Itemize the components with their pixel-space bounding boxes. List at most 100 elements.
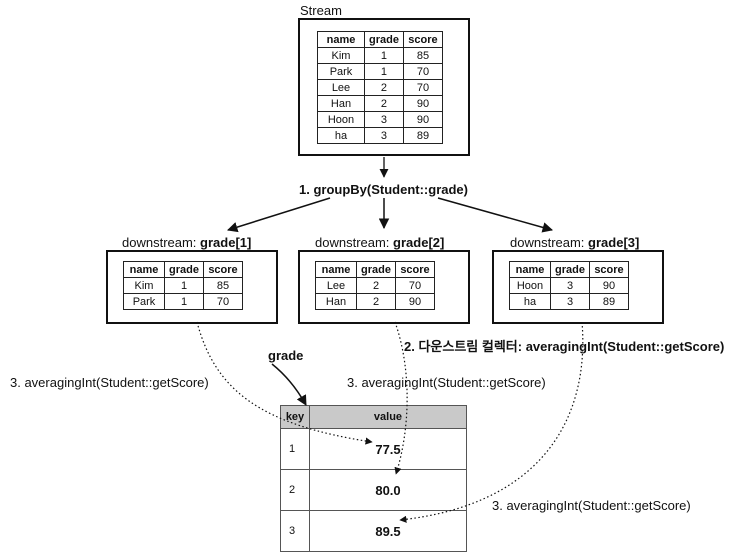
downstream-prefix: downstream: [315, 235, 394, 250]
cell-key: 1 [280, 428, 310, 470]
cell-score: 90 [589, 277, 629, 294]
grade-pointer-arrow [271, 363, 307, 406]
table-header-row: name grade score [123, 261, 243, 278]
cell-grade: 1 [364, 47, 404, 64]
downstream-1-title: downstream: grade[1] [122, 235, 251, 250]
cell-score: 89 [402, 127, 443, 144]
downstream-3-title: downstream: grade[3] [510, 235, 639, 250]
cell-grade: 3 [364, 111, 404, 128]
cell-grade: 1 [164, 293, 204, 310]
cell-grade: 2 [364, 95, 404, 112]
collector-prefix: 2. 다운스트림 컬렉터: [404, 339, 526, 354]
column-header-score: score [589, 261, 629, 278]
column-header-score: score [395, 261, 435, 278]
table-header-row: name grade score [317, 31, 443, 48]
cell-name: Kim [317, 47, 365, 64]
cell-name: Lee [317, 79, 365, 96]
averaging-label-2: 3. averagingInt(Student::getScore) [347, 375, 546, 390]
column-header-name: name [509, 261, 551, 278]
cell-key: 2 [280, 469, 310, 511]
cell-name: Hoon [317, 111, 365, 128]
column-header-grade: grade [550, 261, 590, 278]
cell-name: Han [315, 293, 357, 310]
step-downstream-collector-label: 2. 다운스트림 컬렉터: averagingInt(Student::getS… [404, 336, 724, 355]
groupby-to-downstream-3-arrow [437, 197, 554, 233]
column-header-grade: grade [364, 31, 404, 48]
cell-name: ha [509, 293, 551, 310]
step-group-by-label: 1. groupBy(Student::grade) [299, 182, 468, 197]
column-header-score: score [402, 31, 443, 48]
downstream-key: grade[3] [588, 235, 640, 250]
cell-grade: 3 [550, 277, 590, 294]
downstream-2-title: downstream: grade[2] [315, 235, 444, 250]
cell-value: 89.5 [309, 510, 467, 552]
cell-grade: 3 [550, 293, 590, 310]
cell-grade: 3 [364, 127, 404, 144]
cell-score: 70 [203, 293, 243, 310]
cell-name: ha [317, 127, 365, 144]
cell-score: 85 [402, 47, 443, 64]
cell-value: 77.5 [309, 428, 467, 470]
cell-score: 85 [203, 277, 243, 294]
downstream-key: grade[2] [393, 235, 445, 250]
cell-grade: 1 [164, 277, 204, 294]
cell-score: 90 [395, 293, 435, 310]
groupby-to-downstream-1-arrow [226, 197, 331, 233]
column-header-grade: grade [164, 261, 204, 278]
cell-grade: 2 [364, 79, 404, 96]
cell-name: Han [317, 95, 365, 112]
downstream-key: grade[1] [200, 235, 252, 250]
cell-score: 90 [402, 111, 443, 128]
column-header-grade: grade [356, 261, 396, 278]
stream-title: Stream [300, 3, 342, 18]
cell-score: 70 [402, 79, 443, 96]
averaging-label-3: 3. averagingInt(Student::getScore) [492, 498, 691, 513]
cell-name: Hoon [509, 277, 551, 294]
downstream-prefix: downstream: [510, 235, 589, 250]
cell-score: 89 [589, 293, 629, 310]
cell-name: Kim [123, 277, 165, 294]
column-header-name: name [315, 261, 357, 278]
column-header-score: score [203, 261, 243, 278]
column-header-name: name [123, 261, 165, 278]
table-header-row: name grade score [315, 261, 435, 278]
cell-name: Park [123, 293, 165, 310]
cell-score: 70 [395, 277, 435, 294]
cell-value: 80.0 [309, 469, 467, 511]
cell-name: Park [317, 63, 365, 80]
cell-score: 70 [402, 63, 443, 80]
column-header-key: key [280, 405, 310, 429]
collector-call: averagingInt(Student::getScore) [525, 339, 725, 354]
cell-key: 3 [280, 510, 310, 552]
cell-grade: 2 [356, 293, 396, 310]
table-header-row: name grade score [509, 261, 629, 278]
grade-pointer-label: grade [268, 348, 304, 363]
cell-grade: 2 [356, 277, 396, 294]
cell-name: Lee [315, 277, 357, 294]
column-header-value: value [309, 405, 467, 429]
downstream-prefix: downstream: [122, 235, 201, 250]
averaging-label-1: 3. averagingInt(Student::getScore) [10, 375, 209, 390]
table-header-row: key value [280, 405, 467, 429]
cell-grade: 1 [364, 63, 404, 80]
column-header-name: name [317, 31, 365, 48]
